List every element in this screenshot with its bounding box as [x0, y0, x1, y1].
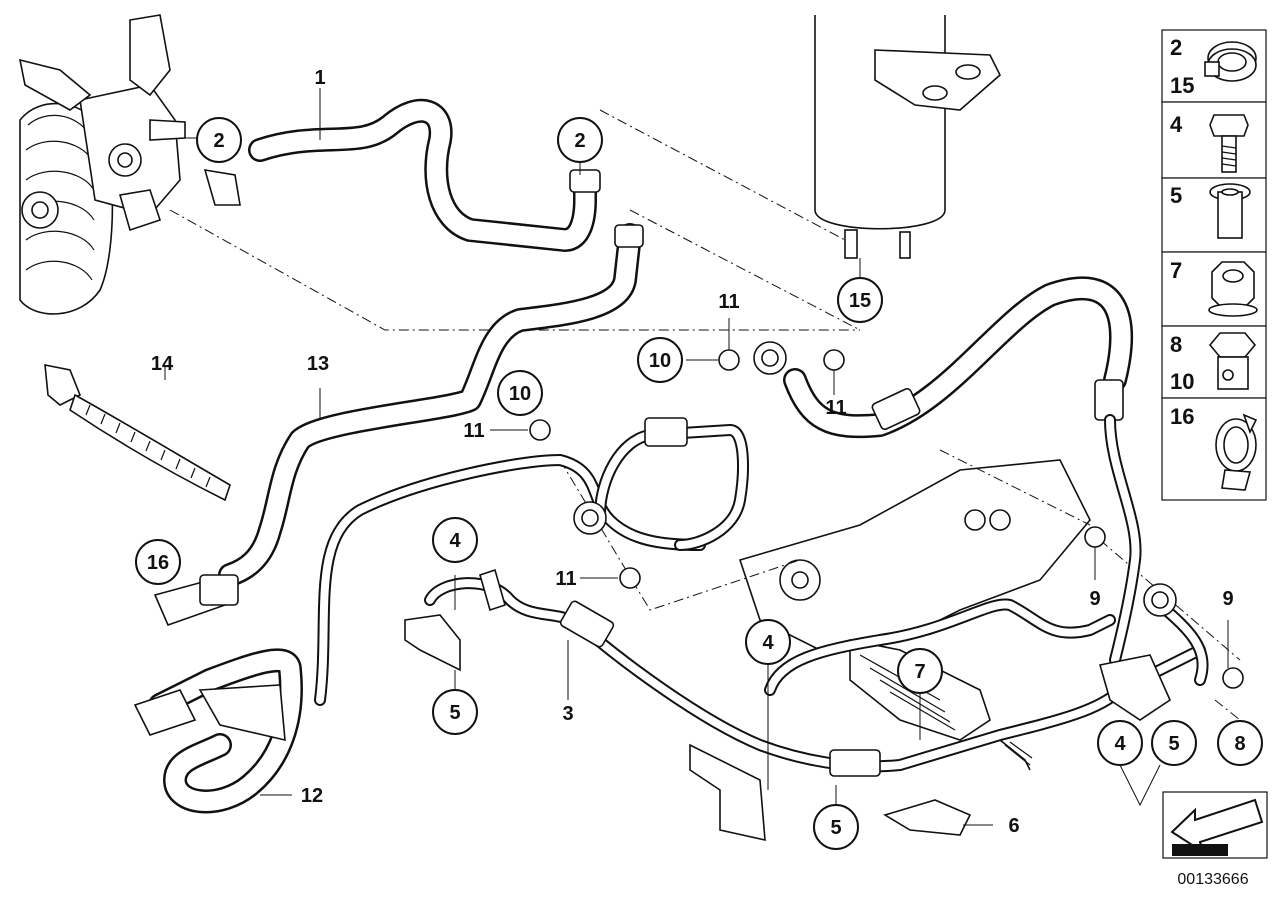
power-steering-pump: [18, 14, 241, 315]
callout-8: 8: [1234, 733, 1245, 755]
callout-circle: [745, 619, 791, 665]
callouts: 1 2 2 15 11 10 11 14 13 10 11 16 4 11 9 …: [135, 67, 1263, 850]
legend-number: 7: [1170, 258, 1182, 283]
callout-4: 4: [449, 530, 461, 552]
callout-9: 9: [1222, 588, 1233, 610]
hex-collar-nut-icon: [1208, 261, 1258, 317]
callout-15: 15: [849, 290, 871, 312]
fluid-reservoir: [814, 15, 1001, 259]
callout-12: 12: [301, 785, 323, 807]
hex-bolt-icon: [1209, 114, 1249, 173]
legend-number: 8: [1170, 332, 1182, 357]
cable-tie: [44, 364, 231, 502]
feed-hose: [783, 276, 1209, 686]
legend-number: 2: [1170, 35, 1182, 60]
callout-2: 2: [213, 130, 224, 152]
rivet-nut-icon: [1209, 183, 1251, 239]
callout-11: 11: [718, 291, 739, 313]
hose-assembly-12: [133, 648, 303, 814]
banjo-bolt-icon: [1208, 332, 1257, 390]
callout-circle: [1097, 720, 1143, 766]
parts-legend: 2 15 4 5 7 8 10: [1161, 29, 1267, 501]
callout-circle: [557, 117, 603, 163]
callout-1: 1: [314, 67, 325, 89]
callout-circle: [1217, 720, 1263, 766]
legend-number: 10: [1170, 369, 1194, 394]
callout-circle: [1151, 720, 1197, 766]
reference-lines: [169, 109, 1241, 721]
callout-10: 10: [649, 350, 671, 372]
callout-circle: [196, 117, 242, 163]
callout-circle: [432, 689, 478, 735]
callout-circle: [637, 337, 683, 383]
callout-circle: [432, 517, 478, 563]
callout-circle: [135, 539, 181, 585]
pressure-line: [314, 417, 1206, 777]
callout-7: 7: [914, 661, 925, 683]
spring-clamp-icon: [1215, 413, 1258, 491]
callout-circle: [837, 277, 883, 323]
callout-6: 6: [1008, 815, 1019, 837]
callout-5: 5: [830, 817, 841, 839]
callout-13: 13: [307, 353, 329, 375]
arrow-icon[interactable]: [1162, 791, 1268, 859]
suction-hose: [248, 98, 601, 252]
callout-2: 2: [574, 130, 585, 152]
callout-14: 14: [151, 353, 174, 375]
legend-number: 15: [1170, 73, 1194, 98]
legend-number: 5: [1170, 183, 1182, 208]
callout-11: 11: [555, 568, 576, 590]
hose-clamp-icon: [1204, 41, 1257, 82]
callout-4: 4: [1114, 733, 1126, 755]
callout-5: 5: [1168, 733, 1179, 755]
rings-and-banjos: [529, 341, 1244, 689]
callout-circle: [897, 648, 943, 694]
legend-number: 16: [1170, 404, 1194, 429]
legend-number: 4: [1170, 112, 1183, 137]
callout-10: 10: [509, 383, 531, 405]
callout-5: 5: [449, 702, 460, 724]
callout-9: 9: [1089, 588, 1100, 610]
callout-circle: [497, 370, 543, 416]
callout-11: 11: [825, 397, 846, 419]
callout-4: 4: [762, 632, 774, 654]
document-number: 00133666: [1177, 871, 1248, 888]
callout-16: 16: [147, 552, 169, 574]
callout-circle: [813, 804, 859, 850]
callout-3: 3: [562, 703, 573, 725]
callout-11: 11: [463, 420, 484, 442]
brackets: [404, 568, 1172, 842]
return-hose: [153, 223, 644, 627]
